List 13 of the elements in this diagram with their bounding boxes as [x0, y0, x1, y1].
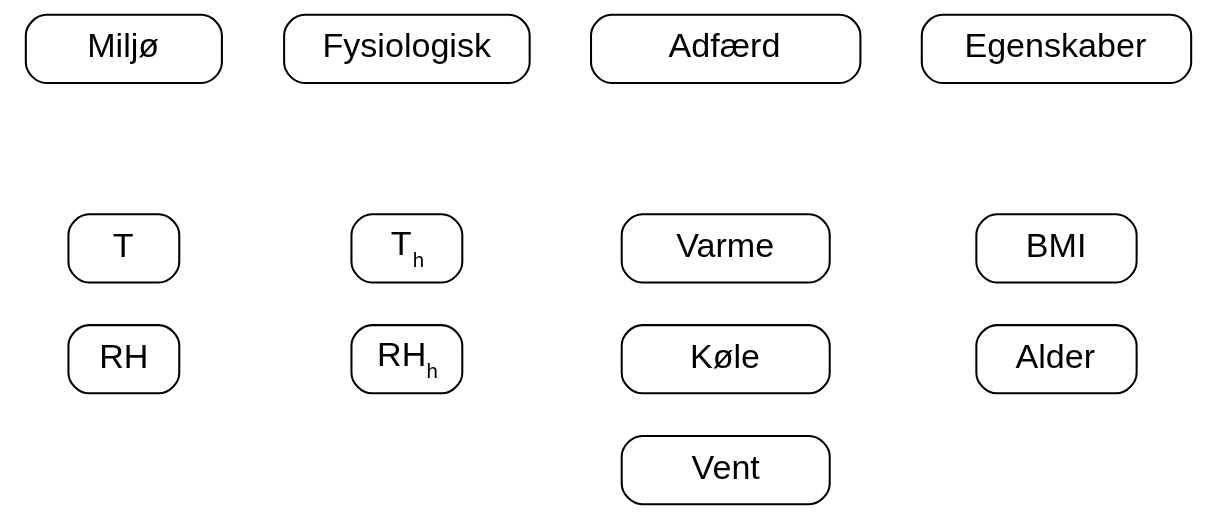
node-box: RH	[67, 324, 181, 395]
node-box: T$_{h}$	[350, 213, 464, 284]
node-box: Vent	[620, 434, 831, 506]
node-box: Varme	[620, 213, 831, 284]
node-box: RH$_{h}$	[350, 324, 464, 395]
node-box: Alder	[975, 324, 1138, 395]
node-box: Adfærd	[590, 13, 862, 85]
node-box: Miljø	[24, 13, 223, 85]
node-box: Fysiologisk	[283, 13, 531, 85]
node-box: T	[67, 213, 181, 284]
node-box: BMI	[975, 213, 1138, 284]
node-box: Egenskaber	[920, 13, 1193, 85]
node-box: Køle	[620, 324, 831, 395]
